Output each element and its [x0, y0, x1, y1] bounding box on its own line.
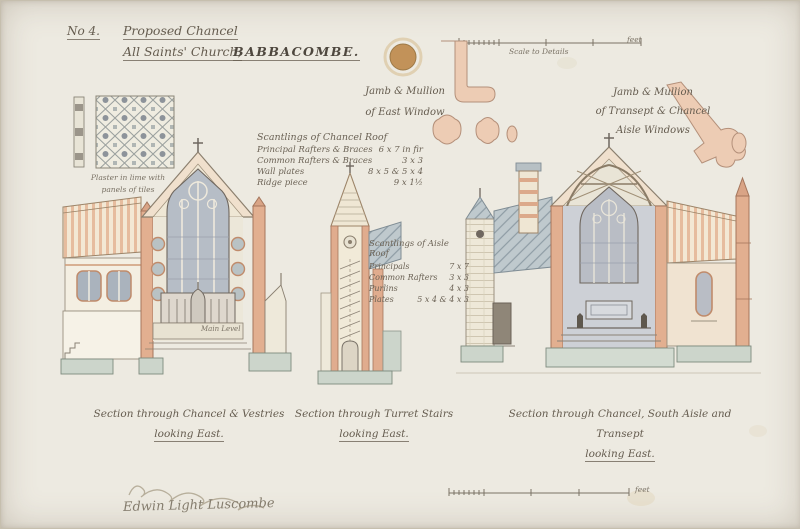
chancel-scantlings: Scantlings of Chancel Roof Principal Raf… [257, 132, 423, 189]
aisle-scantlings: Scantlings of Aisle Roof Principals 7 x … [369, 239, 469, 305]
caption-right-line1: Section through Chancel, South Aisle and… [508, 408, 732, 440]
caption-right-line2: looking East. [585, 448, 655, 462]
scantling-item: Purlins [369, 284, 398, 293]
section-chancel-vestries [60, 138, 292, 375]
title-line1: Proposed Chancel [123, 23, 238, 40]
scantling-row: Principals 7 x 7 [369, 261, 469, 272]
scantling-row: Common Rafters & Braces 3 x 3 [257, 156, 423, 167]
chancel-scantlings-title: Scantlings of Chancel Roof [257, 132, 388, 143]
caption-left-line2: looking East. [154, 428, 224, 442]
scantling-row: Plates 5 x 4 & 4 x 3 [369, 294, 469, 305]
bottom-scale-unit: feet [635, 485, 650, 494]
scantling-size: 9 x 1½ [393, 178, 423, 188]
signature-flourish [128, 485, 265, 511]
scantling-size: 3 x 3 [401, 156, 423, 166]
caption-middle-section: Section through Turret Stairs looking Ea… [294, 404, 454, 444]
top-scale-caption: Scale to Details [509, 47, 569, 56]
scantling-size: 6 x 7 in fir [378, 145, 423, 155]
scantling-item: Principal Rafters & Braces [257, 145, 373, 155]
scantling-row: Principal Rafters & Braces 6 x 7 in fir [257, 145, 423, 156]
title-place: BABBACOMBE. [233, 44, 360, 61]
aisle-scantlings-title: Scantlings of Aisle Roof [369, 239, 449, 259]
top-scale-unit: feet [627, 35, 642, 44]
caption-middle-line1: Section through Turret Stairs [294, 408, 454, 420]
tile-caption-line2: panels of tiles [101, 185, 155, 194]
scantling-size: 7 x 7 [449, 262, 469, 271]
jamb-detail-east-window [383, 37, 518, 145]
east-window-detail-line2: of East Window [365, 107, 445, 118]
caption-right-section: Section through Chancel, South Aisle and… [489, 404, 751, 464]
east-window-detail-line1: Jamb & Mullion [365, 86, 445, 97]
tile-detail-caption: Plaster in lime with panels of tiles [69, 172, 187, 196]
jamb-detail-aisle-windows [666, 81, 747, 168]
top-scale-bar [458, 38, 642, 46]
caption-middle-line2: looking East. [339, 428, 409, 442]
aisle-windows-detail-label: Jamb & Mullion of Transept & Chancel Ais… [583, 83, 723, 140]
caption-left-line1: Section through Chancel & Vestries [93, 408, 285, 420]
section-turret-stairs [317, 162, 402, 385]
scantling-size: 3 x 3 [449, 273, 469, 282]
aisle-windows-detail-line1: Jamb & Mullion [613, 87, 693, 98]
scantling-item: Wall plates [257, 167, 305, 177]
scantling-item: Common Rafters & Braces [257, 156, 373, 166]
paper-stains [557, 57, 767, 506]
scantling-row: Wall plates 8 x 5 & 5 x 4 [257, 167, 423, 178]
tile-caption-line1: Plaster in lime with [90, 173, 166, 182]
tile-detail [73, 95, 175, 169]
scantling-size: 8 x 5 & 5 x 4 [368, 167, 423, 177]
aisle-windows-detail-line3: Aisle Windows [616, 125, 690, 136]
section-chancel-aisle-transept [456, 133, 761, 374]
scantling-row: Common Rafters 3 x 3 [369, 272, 469, 283]
sheet-number: No 4. [67, 24, 100, 40]
aisle-windows-detail-line2: of Transept & Chancel [595, 106, 711, 117]
main-level-annotation: Main Level [201, 325, 241, 333]
scantling-row: Purlins 4 x 3 [369, 283, 469, 294]
scantling-item: Ridge piece [257, 178, 308, 188]
scantling-item: Common Rafters [369, 273, 438, 282]
scantling-item: Plates [369, 295, 394, 304]
scantling-size: 5 x 4 & 4 x 3 [417, 295, 469, 304]
east-window-detail-label: Jamb & Mullion of East Window [349, 81, 461, 123]
bottom-scale-bar [448, 488, 630, 496]
caption-left-section: Section through Chancel & Vestries looki… [73, 404, 305, 444]
scantling-row: Ridge piece 9 x 1½ [257, 178, 423, 189]
title-line2: All Saints' Church, [123, 44, 242, 61]
scantling-size: 4 x 3 [449, 284, 469, 293]
scantling-item: Principals [369, 262, 410, 271]
